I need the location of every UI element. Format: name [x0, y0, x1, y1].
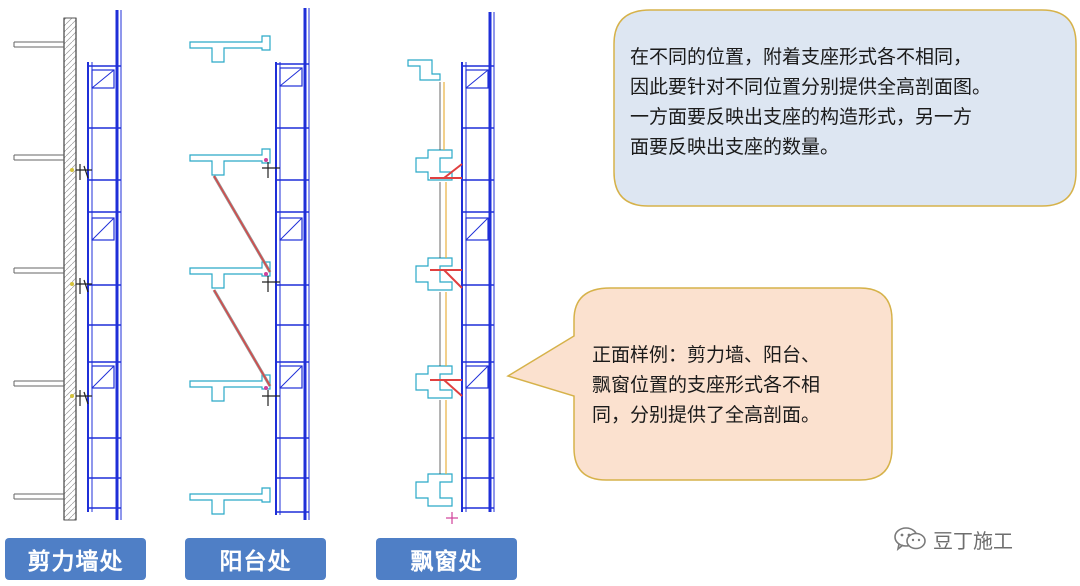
- label-balcony-text: 阳台处: [219, 549, 292, 575]
- callout-bottom-line-2: 飘窗位置的支座形式各不相: [592, 374, 821, 396]
- callout-bottom-line-3: 同，分别提供了全高剖面。: [592, 404, 821, 426]
- watermark: 豆丁施工: [893, 524, 1013, 554]
- bay-window-section: [407, 12, 495, 524]
- callout-top-line-3: 一方面要反映出支座的构造形式，另一方: [630, 106, 973, 128]
- label-shear-wall: 剪力墙处: [5, 538, 146, 580]
- label-bay-window: 飘窗处: [376, 538, 517, 580]
- watermark-text: 豆丁施工: [933, 528, 1013, 553]
- section-diagrams: [13, 8, 495, 524]
- shear-wall-section: [13, 10, 122, 521]
- wechat-icon: [894, 527, 926, 551]
- callout-bottom-shape: [506, 287, 893, 481]
- label-shear-wall-text: 剪力墙处: [27, 549, 124, 575]
- callout-top-line-4: 面要反映出支座的数量。: [630, 136, 840, 158]
- callout-bottom: 正面样例：剪力墙、阳台、 飘窗位置的支座形式各不相 同，分别提供了全高剖面。: [592, 340, 820, 430]
- balcony-section: [189, 8, 310, 520]
- callout-bottom-line-1: 正面样例：剪力墙、阳台、: [592, 344, 821, 366]
- callout-top: 在不同的位置，附着支座形式各不相同， 因此要针对不同位置分别提供全高剖面图。 一…: [630, 42, 991, 162]
- label-balcony: 阳台处: [185, 538, 326, 580]
- callout-top-shape: [613, 9, 1077, 207]
- callout-top-line-2: 因此要针对不同位置分别提供全高剖面图。: [630, 76, 992, 98]
- label-bay-window-text: 飘窗处: [410, 549, 483, 575]
- callout-top-line-1: 在不同的位置，附着支座形式各不相同，: [630, 46, 973, 68]
